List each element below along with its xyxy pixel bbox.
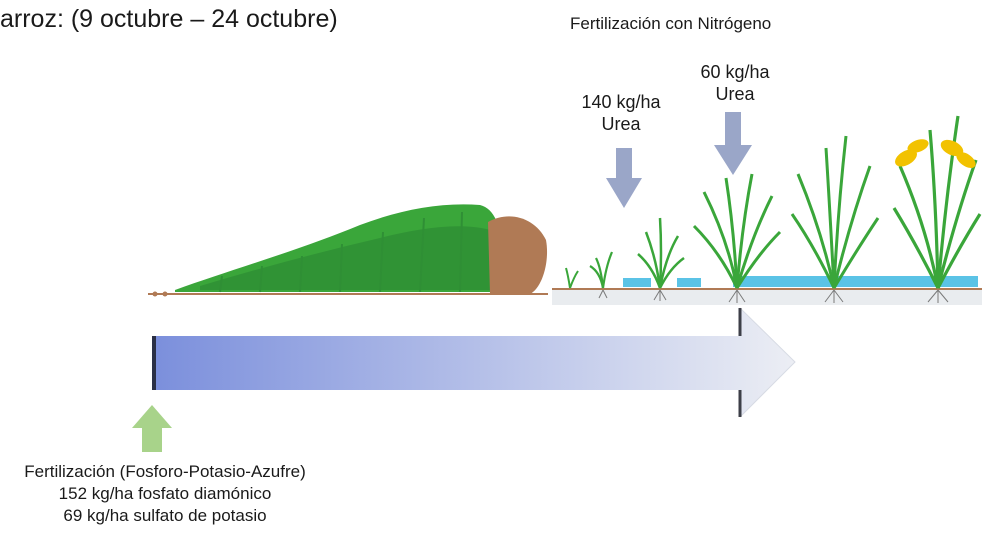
base-fertilization-line-2: 69 kg/ha sulfato de potasio <box>63 506 267 526</box>
nitrogen-dose-1-amount: 140 kg/ha <box>581 92 661 112</box>
rice-roots <box>598 289 949 303</box>
crop-residue <box>488 216 548 294</box>
nitrogen-dose-2-label: 60 kg/ha Urea <box>680 62 790 105</box>
nitrogen-arrow-1 <box>606 148 642 208</box>
seed-1 <box>152 291 158 297</box>
base-fertilization-label: Fertilización (Fosforo-Potasio-Azufre) 1… <box>0 461 330 527</box>
rice-soil <box>552 289 982 305</box>
nitrogen-dose-1-label: 140 kg/ha Urea <box>566 92 676 135</box>
timeline-arrow <box>152 307 796 418</box>
rice-stage-4 <box>692 173 782 289</box>
base-fertilization-line-1: 152 kg/ha fosfato diamónico <box>58 484 272 504</box>
rice-grain-heads <box>895 139 976 168</box>
cover-crop-understory <box>200 226 490 290</box>
base-fertilization-arrow <box>132 405 172 452</box>
rice-stage-2 <box>589 251 614 289</box>
nitrogen-fertilization-header: Fertilización con Nitrógeno <box>570 14 772 33</box>
rice-field-group <box>552 115 982 305</box>
rice-stage-5 <box>790 135 880 289</box>
rice-stage-3 <box>637 217 685 289</box>
rice-stage-6 <box>892 115 982 289</box>
flood-water-2 <box>677 278 701 287</box>
diagram-title: arroz: (9 octubre – 24 octubre) <box>0 5 338 33</box>
cover-crop-stems <box>219 211 463 293</box>
nitrogen-dose-1-product: Urea <box>601 113 641 134</box>
base-fertilization-title: Fertilización (Fosforo-Potasio-Azufre) <box>24 462 306 481</box>
flood-water-3 <box>733 276 978 287</box>
timeline-arrowhead <box>739 307 796 418</box>
flood-water-1 <box>623 278 651 287</box>
rice-stage-1 <box>565 267 579 289</box>
nitrogen-dose-2-amount: 60 kg/ha <box>700 62 770 82</box>
nitrogen-arrow-2 <box>714 112 752 175</box>
cover-crop-group <box>148 204 548 297</box>
nitrogen-dose-2-product: Urea <box>715 83 755 104</box>
seed-2 <box>162 291 168 297</box>
timeline-start-edge <box>152 336 156 390</box>
